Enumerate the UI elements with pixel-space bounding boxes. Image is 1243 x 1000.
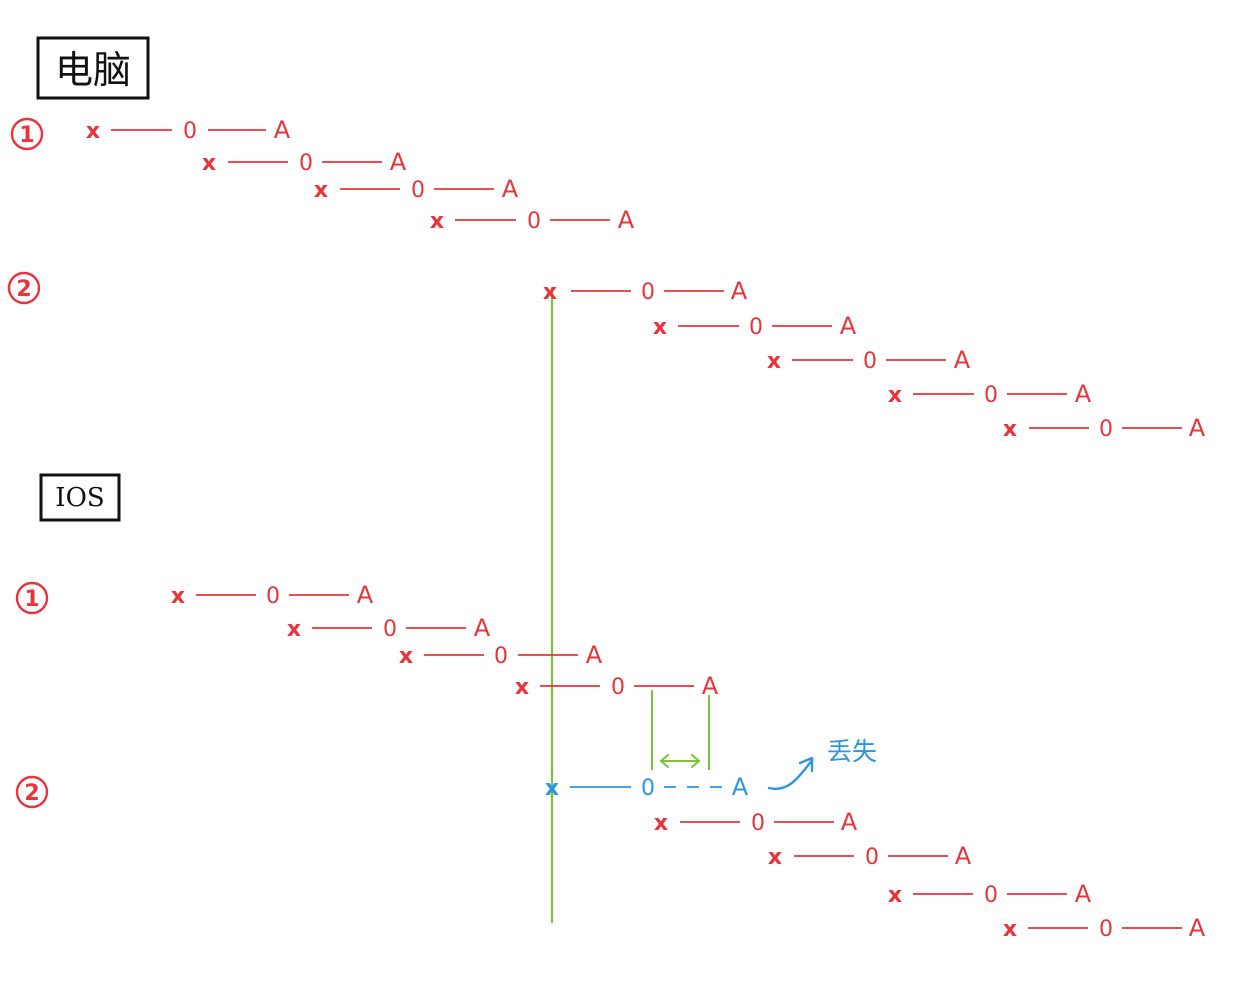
x-marker: x [888,883,902,908]
a-marker: A [274,116,291,144]
svg-text:1: 1 [24,587,39,612]
lost-annotation: 丢失 [767,737,877,791]
frame-row: x 0 A [314,175,519,203]
frame-row: x 0 A [86,116,291,144]
frame-row: x 0 A [653,312,857,340]
frame-row: x 0 A [171,581,374,609]
frame-row-lost: x 0 A [545,773,749,801]
a-marker: A [955,842,972,870]
gap-double-arrow [659,754,701,768]
guide-lines [550,286,710,924]
arrow-head-icon [798,756,814,773]
frame-row: x 0 A [543,277,748,305]
a-marker: A [1189,914,1206,942]
a-marker: A [954,346,971,374]
o-marker: 0 [494,644,508,669]
o-marker: 0 [984,883,998,908]
svg-text:1: 1 [19,123,34,148]
x-marker: x [1003,917,1017,942]
x-marker: x [287,617,301,642]
o-marker: 0 [641,776,655,801]
x-marker: x [399,644,413,669]
x-marker: x [768,845,782,870]
section-title: IOS [55,483,104,513]
x-marker: x [515,675,529,700]
o-marker: 0 [611,675,625,700]
frame-row: x 0 A [202,148,407,176]
section-title-box [36,36,150,100]
o-marker: 0 [383,617,397,642]
a-marker: A [841,808,858,836]
a-marker: A [586,641,603,669]
section-title: 电脑 [55,48,131,92]
x-marker: x [545,776,559,801]
section-title-box [39,473,121,522]
step-number-2: 2 [15,775,49,809]
a-marker: A [840,312,857,340]
a-marker: A [618,206,635,234]
frame-row: x 0 A [768,842,972,870]
a-marker: A [1189,414,1206,442]
o-marker: 0 [1099,417,1113,442]
o-marker: 0 [641,280,655,305]
a-marker: A [1075,880,1092,908]
a-marker: A [390,148,407,176]
frame-row: x 0 A [515,672,719,700]
a-marker: A [1075,380,1092,408]
x-marker: x [653,315,667,340]
o-marker: 0 [1099,917,1113,942]
x-marker: x [888,383,902,408]
x-marker: x [86,119,100,144]
frame-row: x 0 A [767,346,971,374]
x-marker: x [654,811,668,836]
lost-label: 丢失 [827,737,877,766]
frame-row: x 0 A [399,641,603,669]
a-marker: A [357,581,374,609]
o-marker: 0 [266,584,280,609]
x-marker: x [430,209,444,234]
o-marker: 0 [984,383,998,408]
o-marker: 0 [865,845,879,870]
o-marker: 0 [527,209,541,234]
frame-row: x 0 A [430,206,635,234]
svg-text:2: 2 [16,277,31,302]
o-marker: 0 [299,151,313,176]
svg-text:2: 2 [24,781,39,806]
x-marker: x [543,280,557,305]
x-marker: x [171,584,185,609]
x-marker: x [202,151,216,176]
frame-row: x 0 A [1003,914,1206,942]
annotation-arrow [767,758,814,791]
o-marker: 0 [751,811,765,836]
o-marker: 0 [411,178,425,203]
o-marker: 0 [749,315,763,340]
a-marker: A [502,175,519,203]
frame-row: x 0 A [654,808,858,836]
step-number-1: 1 [15,581,49,615]
x-marker: x [1003,417,1017,442]
x-marker: x [314,178,328,203]
a-marker: A [474,614,491,642]
o-marker: 0 [183,119,197,144]
a-marker: A [731,277,748,305]
frame-row: x 0 A [888,880,1092,908]
step-number-1: 1 [10,117,44,151]
x-marker: x [767,349,781,374]
a-marker: A [702,672,719,700]
o-marker: 0 [863,349,877,374]
step-number-2: 2 [7,271,41,305]
frame-row: x 0 A [888,380,1092,408]
a-marker: A [732,773,749,801]
frame-row: x 0 A [287,614,491,642]
frame-row: x 0 A [1003,414,1206,442]
